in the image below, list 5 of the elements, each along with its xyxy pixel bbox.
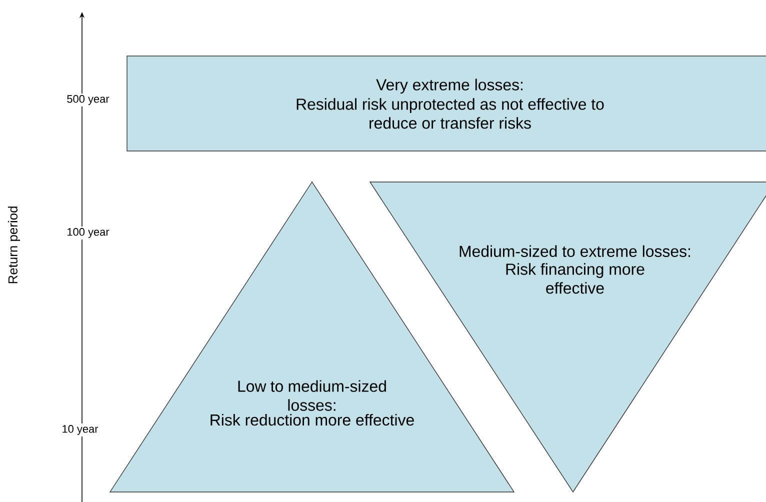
tick-label: 100 year [65, 226, 111, 240]
tick-label: 10 year [60, 424, 100, 436]
tick-label: 500 year [65, 94, 111, 106]
rectangle-box: Very extreme losses: Residual risk unprotected as not effective to reduce or transfer risks [126, 56, 766, 152]
axis-title: Return period [8, 206, 20, 284]
